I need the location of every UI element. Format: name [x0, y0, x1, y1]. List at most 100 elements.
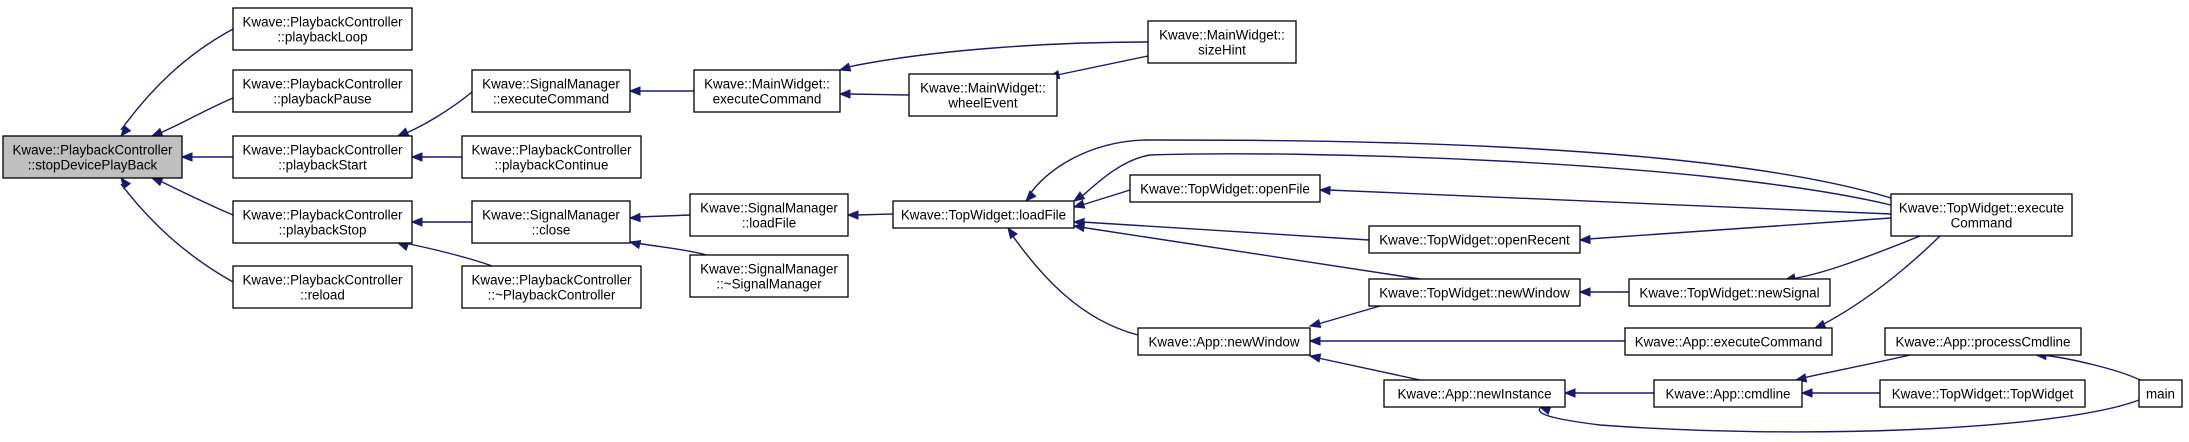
node-appNewWindow[interactable]: Kwave::App::newWindow: [1137, 327, 1311, 356]
edge-line: [1027, 139, 1892, 199]
node-label-line: ::~SignalManager: [716, 277, 822, 292]
edge-smDestructor-to-smClose: [628, 239, 707, 256]
node-label-line: ::playbackStart: [278, 158, 367, 173]
edge-twExecuteCommand-to-twOpenRecent: [1578, 217, 1892, 245]
node-box: [232, 265, 413, 309]
node-label-line: Kwave::PlaybackController: [471, 143, 632, 158]
edge-line: [1079, 153, 1892, 206]
node-sizeHint[interactable]: Kwave::MainWidget::sizeHint: [1147, 20, 1297, 64]
edge-line: [1081, 221, 1370, 241]
node-smClose[interactable]: Kwave::SignalManager::close: [471, 200, 631, 244]
node-playbackPause[interactable]: Kwave::PlaybackController::playbackPause: [232, 69, 413, 113]
edge-line: [1009, 231, 1139, 336]
node-appExecuteCommand[interactable]: Kwave::App::executeCommand: [1624, 327, 1833, 356]
edge-arrowhead: [1025, 190, 1037, 202]
edge-line: [1317, 357, 1421, 381]
edge-mwExecuteCommand-to-smExecuteCommand: [628, 86, 694, 96]
edge-twOpenFile-to-twLoadFile: [1072, 189, 1131, 209]
edge-line: [637, 214, 691, 218]
node-twExecuteCommand[interactable]: Kwave::TopWidget::executeCommand: [1890, 193, 2073, 237]
node-label-line: Kwave::TopWidget::newWindow: [1379, 286, 1570, 301]
edge-reload-to-stopDevicePlayBack: [120, 176, 234, 283]
node-smExecuteCommand[interactable]: Kwave::SignalManager::executeCommand: [471, 69, 631, 113]
node-appCmdline[interactable]: Kwave::App::cmdline: [1653, 379, 1803, 408]
edge-line: [847, 41, 1149, 68]
node-twOpenRecent[interactable]: Kwave::TopWidget::openRecent: [1368, 225, 1581, 254]
node-playbackStart[interactable]: Kwave::PlaybackController::playbackStart: [232, 135, 413, 179]
node-twTopWidget[interactable]: Kwave::TopWidget::TopWidget: [1879, 379, 2086, 408]
edge-appNewInstance-to-appNewWindow: [1308, 353, 1421, 381]
edge-arrowhead: [1072, 222, 1086, 233]
node-pcDestructor[interactable]: Kwave::PlaybackController::~PlaybackCont…: [461, 265, 642, 309]
node-label-line: Kwave::SignalManager: [482, 208, 620, 223]
node-label-line: ::playbackContinue: [495, 158, 609, 173]
edge-appExecuteCommand-to-appNewWindow: [1308, 336, 1625, 346]
node-box: [232, 7, 413, 51]
edge-arrowhead: [1072, 199, 1086, 209]
edge-sizeHint-to-wheelEvent: [1047, 55, 1149, 80]
node-box: [1653, 379, 1803, 408]
edge-line: [1079, 226, 1421, 280]
node-label-line: ::stopDevicePlayBack: [28, 158, 158, 173]
node-appProcessCmdline[interactable]: Kwave::App::processCmdline: [1884, 327, 2082, 356]
edge-line: [1801, 354, 1911, 379]
node-smLoadFile[interactable]: Kwave::SignalManager::loadFile: [689, 193, 849, 237]
node-label-line: ::executeCommand: [493, 92, 609, 107]
node-smDestructor[interactable]: Kwave::SignalManager::~SignalManager: [689, 254, 849, 298]
node-label-line: Kwave::SignalManager: [482, 77, 620, 92]
node-label-line: Kwave::TopWidget::openRecent: [1379, 233, 1570, 248]
node-twNewWindow[interactable]: Kwave::TopWidget::newWindow: [1368, 278, 1581, 307]
node-playbackContinue[interactable]: Kwave::PlaybackController::playbackConti…: [461, 135, 642, 179]
node-label-line: Kwave::MainWidget::: [1159, 28, 1285, 43]
node-box: [892, 200, 1075, 229]
node-box: [2, 135, 183, 179]
node-mwExecuteCommand[interactable]: Kwave::MainWidget::executeCommand: [693, 69, 841, 113]
node-appNewInstance[interactable]: Kwave::App::newInstance: [1383, 379, 1566, 408]
edge-twExecuteCommand-to-twLoadFile: [1025, 139, 1892, 202]
edge-arrowhead: [396, 127, 410, 137]
node-box: [1383, 379, 1566, 408]
edge-main-to-appProcessCmdline: [2034, 350, 2141, 381]
edge-twTopWidget-to-appCmdline: [1800, 388, 1880, 398]
edge-appNewWindow-to-twNewWindow: [1308, 305, 1381, 329]
node-label-line: Kwave::PlaybackController: [242, 15, 403, 30]
edge-arrowhead: [410, 152, 423, 162]
edge-arrowhead: [838, 62, 852, 72]
node-label-line: main: [2146, 387, 2175, 402]
node-twLoadFile[interactable]: Kwave::TopWidget::loadFile: [892, 200, 1075, 229]
node-label-line: ::loadFile: [742, 216, 796, 231]
node-playbackStop[interactable]: Kwave::PlaybackController::playbackStop: [232, 200, 413, 244]
node-main[interactable]: main: [2138, 379, 2183, 408]
node-wheelEvent[interactable]: Kwave::MainWidget::wheelEvent: [908, 73, 1058, 117]
node-label-line: Kwave::SignalManager: [700, 262, 838, 277]
node-box: [1147, 20, 1297, 64]
node-twOpenFile[interactable]: Kwave::TopWidget::openFile: [1129, 174, 1321, 203]
node-label-line: Kwave::PlaybackController: [242, 273, 403, 288]
edge-line: [847, 93, 910, 96]
edge-arrowhead: [846, 210, 859, 220]
node-box: [1624, 327, 1833, 356]
edge-twOpenRecent-to-twLoadFile: [1072, 217, 1370, 241]
edge-line: [1317, 305, 1381, 325]
edge-arrowhead: [628, 212, 641, 223]
node-box: [471, 69, 631, 113]
edge-arrowhead: [120, 176, 132, 190]
edge-arrowhead: [120, 124, 132, 138]
edge-appCmdline-to-appNewInstance: [1563, 388, 1654, 398]
node-label-line: sizeHint: [1198, 43, 1246, 58]
edge-twNewSignal-to-twNewWindow: [1578, 287, 1629, 297]
node-box: [693, 69, 841, 113]
node-reload[interactable]: Kwave::PlaybackController::reload: [232, 265, 413, 309]
node-label-line: executeCommand: [713, 92, 822, 107]
node-box: [232, 69, 413, 113]
node-label-line: ::playbackPause: [273, 92, 371, 107]
node-box: [1129, 174, 1321, 203]
edge-arrowhead: [1318, 185, 1331, 196]
node-twNewSignal[interactable]: Kwave::TopWidget::newSignal: [1628, 278, 1831, 307]
node-label-line: Kwave::MainWidget::: [704, 77, 830, 92]
edge-line: [403, 242, 493, 267]
node-playbackLoop[interactable]: Kwave::PlaybackController::playbackLoop: [232, 7, 413, 51]
edge-arrowhead: [1578, 234, 1591, 245]
node-stopDevicePlayBack[interactable]: Kwave::PlaybackController::stopDevicePla…: [2, 135, 183, 179]
edge-arrowhead: [1563, 388, 1576, 398]
